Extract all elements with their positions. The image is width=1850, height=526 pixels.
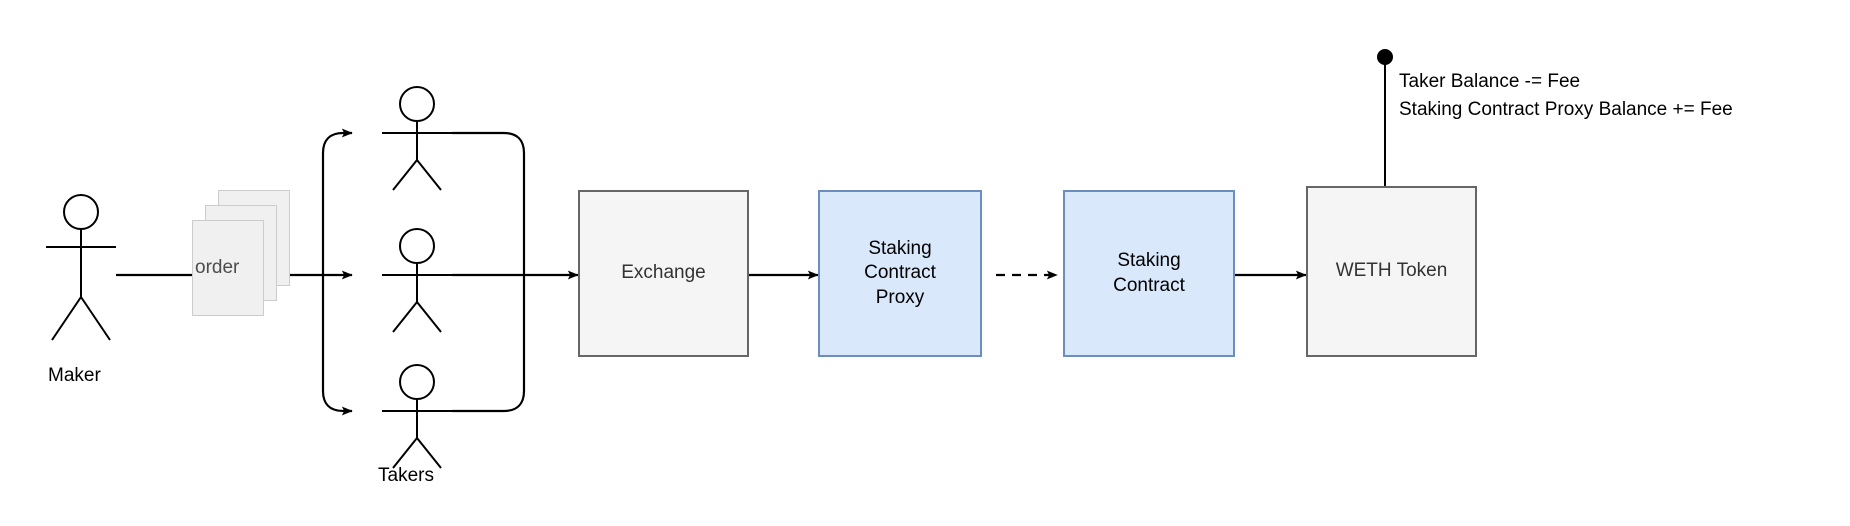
maker-figure-icon: [46, 194, 116, 341]
node-staking-contract-proxy[interactable]: Staking Contract Proxy: [818, 190, 982, 357]
node-staking-contract-line2: Contract: [1113, 274, 1185, 296]
node-staking-contract-proxy-line2: Contract: [864, 262, 936, 284]
node-staking-contract[interactable]: Staking Contract: [1063, 190, 1235, 357]
maker-label: Maker: [48, 365, 101, 386]
annotation-leader: [1377, 49, 1393, 186]
order-document-1-label: order: [195, 257, 240, 278]
takers-label: Takers: [378, 465, 434, 486]
node-weth-token-label: WETH Token: [1335, 260, 1448, 282]
node-staking-contract-proxy-line3: Proxy: [875, 286, 925, 308]
node-weth-token[interactable]: WETH Token: [1306, 186, 1477, 357]
taker-figure-3-icon: [382, 364, 452, 469]
taker-figure-2-icon: [382, 228, 452, 333]
annotation-line-2: Staking Contract Proxy Balance += Fee: [1399, 99, 1733, 120]
edge-order-to-takers: [290, 128, 353, 416]
node-staking-contract-line1: Staking: [1117, 250, 1181, 272]
edge-takers-to-exchange: [452, 131, 579, 413]
annotation-line-1: Taker Balance -= Fee: [1399, 71, 1581, 92]
node-exchange[interactable]: Exchange: [578, 190, 749, 357]
node-staking-contract-proxy-line1: Staking: [868, 238, 932, 260]
node-exchange-label: Exchange: [621, 262, 706, 284]
taker-figure-1-icon: [382, 86, 452, 191]
order-document-1: order: [192, 220, 264, 316]
